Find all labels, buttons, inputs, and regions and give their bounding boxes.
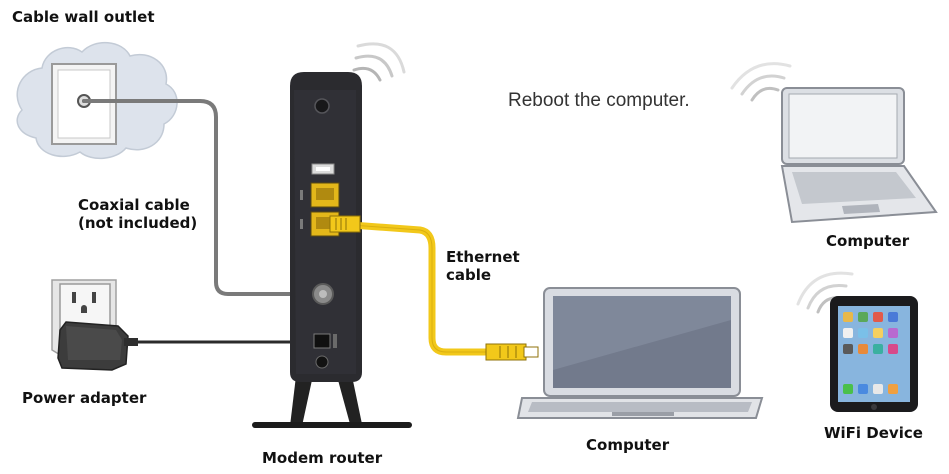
ethernet-cable-label-line1: Ethernet [446, 248, 520, 266]
wifi-device-label: WiFi Device [824, 424, 923, 442]
tablet-app-grid [843, 312, 898, 394]
coaxial-cable-label-line1: Coaxial cable [78, 196, 190, 214]
wired-computer-label: Computer [586, 436, 670, 454]
ethernet-cable-label-line2: cable [446, 266, 492, 284]
cable-wall-outlet-label: Cable wall outlet [12, 8, 155, 26]
wifi-device-tablet-icon [796, 271, 918, 412]
coaxial-cable-label-line2: (not included) [78, 214, 198, 232]
wireless-computer-laptop-icon [730, 62, 938, 224]
power-adapter-icon [57, 321, 138, 371]
coaxial-cable [82, 99, 324, 296]
ethernet-plug-computer [485, 343, 539, 361]
ethernet-plug-modem [329, 215, 361, 233]
coaxial-cable-label: Coaxial cable (not included) [78, 196, 197, 232]
wired-computer-laptop-icon [516, 287, 764, 419]
modem-router-label: Modem router [262, 449, 383, 467]
cable-wall-outlet-icon [51, 63, 117, 145]
ethernet-cable-label: Ethernet cable [446, 248, 520, 284]
power-adapter-label: Power adapter [22, 389, 147, 407]
instruction-text: Reboot the computer. [508, 90, 690, 111]
modem-router-icon [252, 42, 412, 428]
wireless-computer-label: Computer [826, 232, 910, 250]
